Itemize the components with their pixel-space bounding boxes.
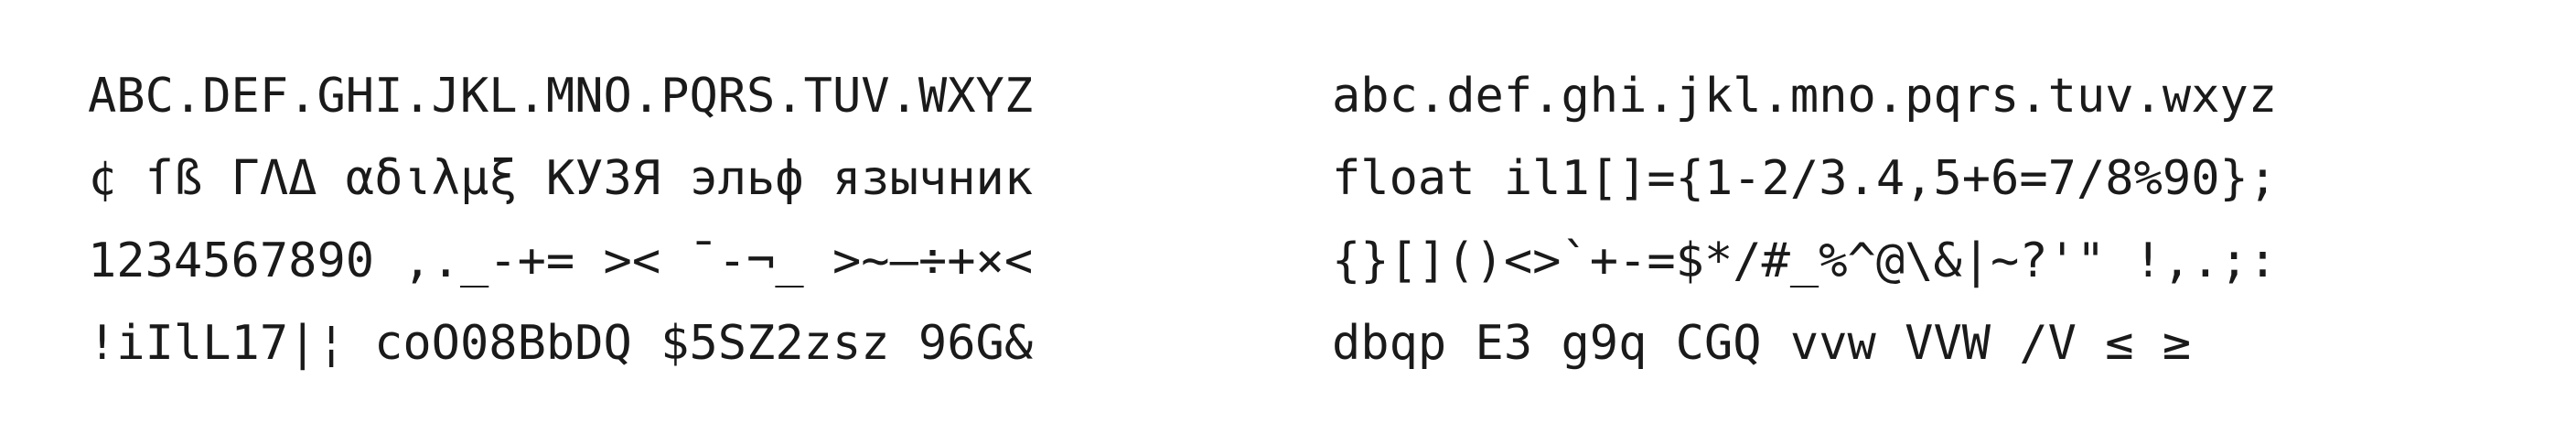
specimen-line-lowercase: abc.def.ghi.jkl.mno.pqrs.tuv.wxyz [1332, 69, 2278, 124]
specimen-line-glyph-pairs: dbqp E3 g9q CGQ vvw VVW /V ≤ ≥ [1332, 316, 2192, 371]
specimen-line-digits-symbols: 1234567890 ,._-+= >< ¯-¬_ >~–÷+×< [88, 233, 1034, 288]
specimen-right-column: abc.def.ghi.jkl.mno.pqrs.tuv.wxyz float … [1332, 55, 2277, 385]
specimen-line-punctuation: {}[]()<>`+-=$*/#_%^@\&|~?'" !,.;: [1332, 233, 2278, 288]
specimen-left-column: ABC.DEF.GHI.JKL.MNO.PQRS.TUV.WXYZ ¢ ſß Γ… [88, 55, 1033, 385]
specimen-line-international: ¢ ſß ΓΛΔ αδιλμξ КУЗЯ эльф язычник [88, 151, 1034, 206]
specimen-line-code: float il1[]={1-2/3.4,5+6=7/8%90}; [1332, 151, 2278, 206]
specimen-line-uppercase: ABC.DEF.GHI.JKL.MNO.PQRS.TUV.WXYZ [88, 69, 1034, 124]
specimen-line-confusables: !iIlL17|¦ coO08BbDQ $5SZ2zsz 96G& [88, 316, 1034, 371]
